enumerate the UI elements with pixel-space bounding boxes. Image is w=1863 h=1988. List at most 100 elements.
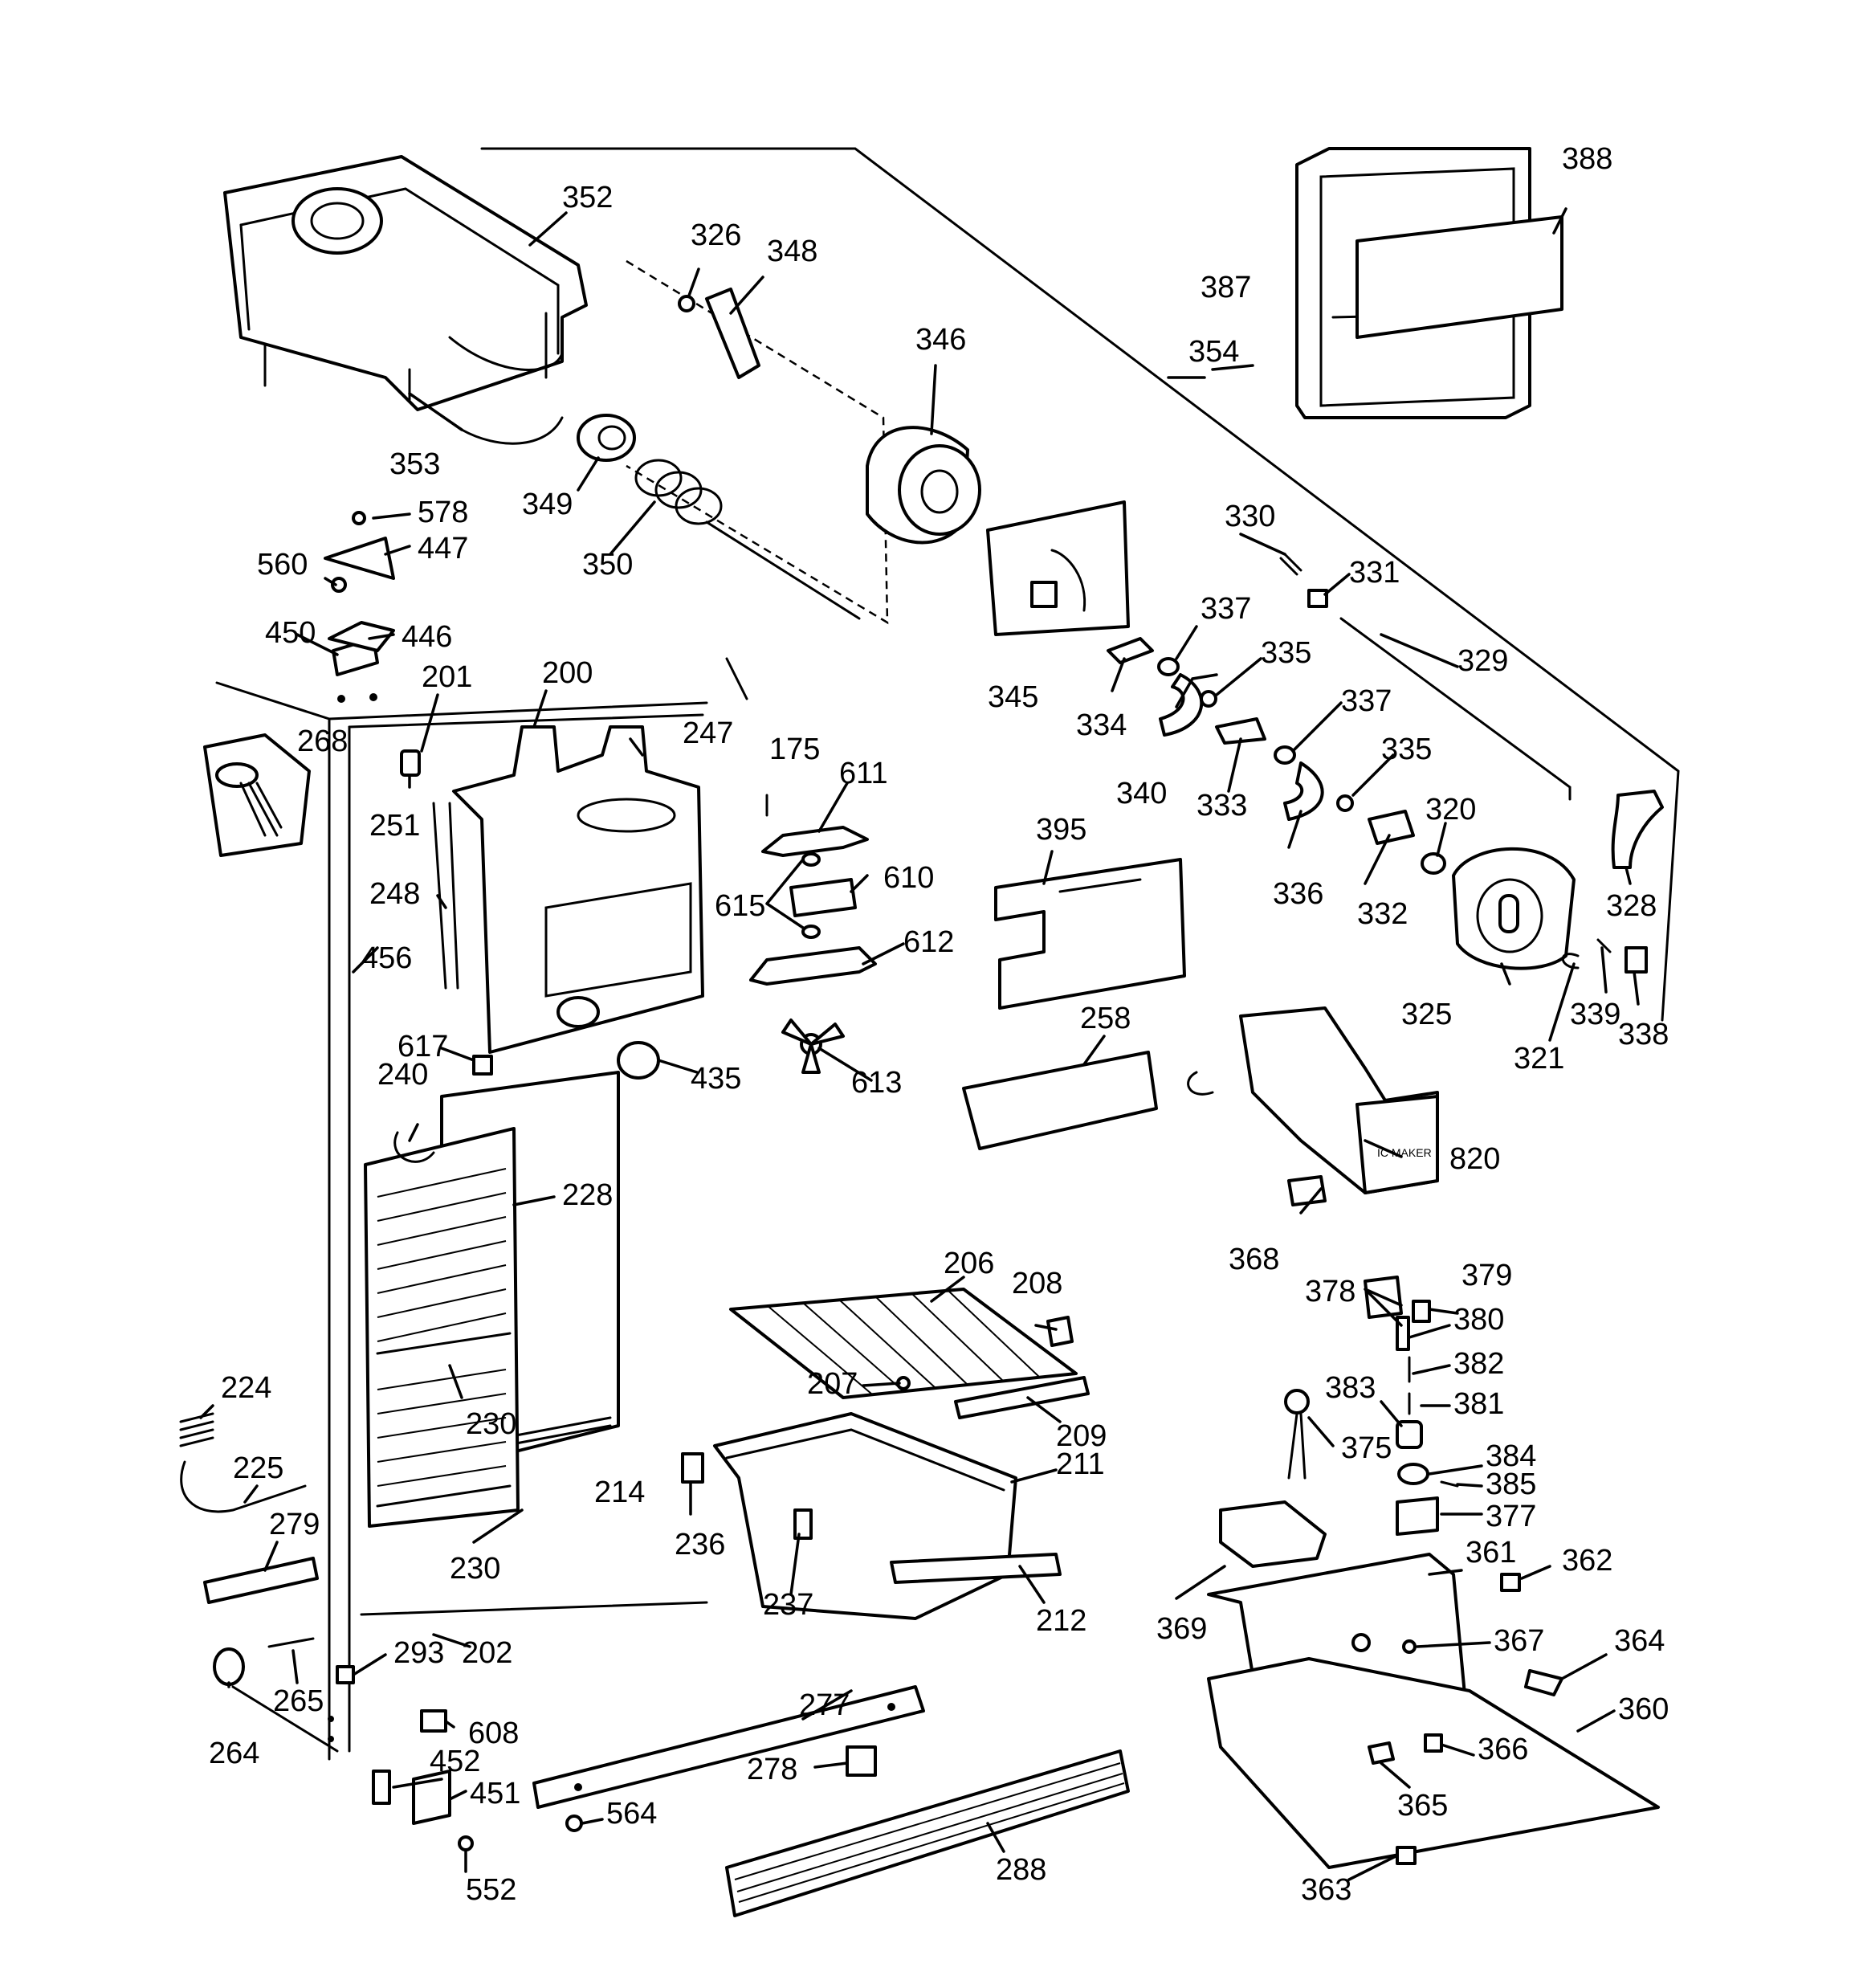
label-265: 265 [273,1684,324,1718]
washer-335a [1200,690,1217,708]
label-200: 200 [542,656,593,690]
label-201: 201 [422,660,472,694]
label-236: 236 [675,1528,725,1561]
bucket-bail-353 [460,416,564,445]
lever-334 [1107,637,1154,664]
harness-240 [393,1131,435,1163]
label-268: 268 [297,725,348,758]
screw-578 [352,511,366,525]
label-251: 251 [369,809,420,843]
mounting-plate-345 [986,500,1130,636]
label-225: 225 [233,1451,283,1485]
roller-293 [336,1665,355,1684]
harness-375 [1284,1389,1310,1480]
cam-336 [1283,761,1324,821]
lever-333 [1215,717,1266,745]
shim-452 [372,1770,391,1805]
label-329: 329 [1457,644,1508,678]
label-212: 212 [1036,1604,1086,1638]
auger-350 [634,459,861,620]
label-214: 214 [594,1476,645,1509]
hinge-plate-446 [328,621,395,652]
shelf-trim-209 [954,1376,1090,1419]
label-336: 336 [1273,877,1323,911]
drain-channel-279 [203,1557,319,1604]
label-230b: 230 [450,1552,500,1586]
label-237: 237 [763,1588,813,1622]
roller-278 [846,1745,877,1777]
label-337a: 337 [1201,592,1251,626]
label-820: 820 [1449,1142,1500,1176]
seat-383 [1396,1420,1423,1449]
rod-329 [1339,617,1572,801]
label-353: 353 [389,447,440,481]
label-446: 446 [402,620,452,654]
clip-379 [1412,1300,1431,1323]
freezer-bin-211 [713,1412,1017,1620]
wire-shelf-206 [729,1288,1078,1399]
label-564: 564 [606,1797,657,1831]
label-334: 334 [1076,708,1127,742]
defrost-heater-230 [376,1332,512,1508]
label-332: 332 [1357,897,1408,931]
label-335b: 335 [1381,733,1432,766]
roller-264 [213,1647,245,1686]
washer-335b [1336,794,1354,812]
label-612: 612 [903,925,954,959]
freezer-cabinet-outline [215,147,1680,1761]
cover-328 [1611,790,1664,869]
label-375: 375 [1341,1431,1392,1465]
screw-367 [1402,1639,1417,1654]
label-175: 175 [769,733,820,766]
screw-564 [565,1815,583,1832]
label-364: 364 [1614,1624,1665,1658]
label-279: 279 [269,1508,320,1541]
label-277: 277 [799,1688,850,1722]
label-366: 366 [1478,1733,1528,1766]
spring-337a [1157,657,1180,676]
spring-337b [1274,745,1296,765]
label-552: 552 [466,1873,516,1907]
label-369: 369 [1156,1612,1207,1646]
screw-552 [458,1835,474,1851]
label-610: 610 [883,861,934,895]
label-362: 362 [1562,1544,1612,1578]
bracket-377 [1396,1496,1439,1536]
label-264: 264 [209,1737,259,1770]
label-207: 207 [807,1367,858,1401]
drain-tube-225 [180,1460,307,1513]
evaporator-228 [364,1127,520,1528]
thermostat-251 [400,749,421,777]
label-450: 450 [265,616,316,650]
label-345: 345 [988,680,1038,714]
pin-339 [1596,938,1612,953]
cover-395 [994,858,1186,1010]
clip-608 [420,1709,447,1733]
label-335a: 335 [1261,636,1311,670]
label-228: 228 [562,1178,613,1212]
spacer-320 [1421,852,1446,875]
leader-lines [199,207,1640,1881]
label-339: 339 [1570,998,1620,1031]
clip-365 [1368,1741,1395,1765]
label-387: 387 [1201,271,1251,304]
label-209: 209 [1056,1419,1107,1453]
label-202: 202 [462,1636,512,1670]
bracket-338 [1625,946,1648,974]
screw-560 [331,577,347,593]
label-350: 350 [582,548,633,582]
label-331: 331 [1349,556,1400,590]
label-321: 321 [1514,1042,1564,1076]
label-560: 560 [257,548,308,582]
label-611: 611 [839,757,888,790]
clip-617 [472,1055,493,1076]
label-388: 388 [1562,142,1612,176]
label-248: 248 [369,877,420,911]
label-385: 385 [1486,1468,1536,1501]
cover-447 [324,537,395,580]
washer-385 [1440,1480,1459,1488]
cam-340 [1159,673,1204,737]
label-337b: 337 [1341,684,1392,718]
gasket-348 [705,288,760,379]
